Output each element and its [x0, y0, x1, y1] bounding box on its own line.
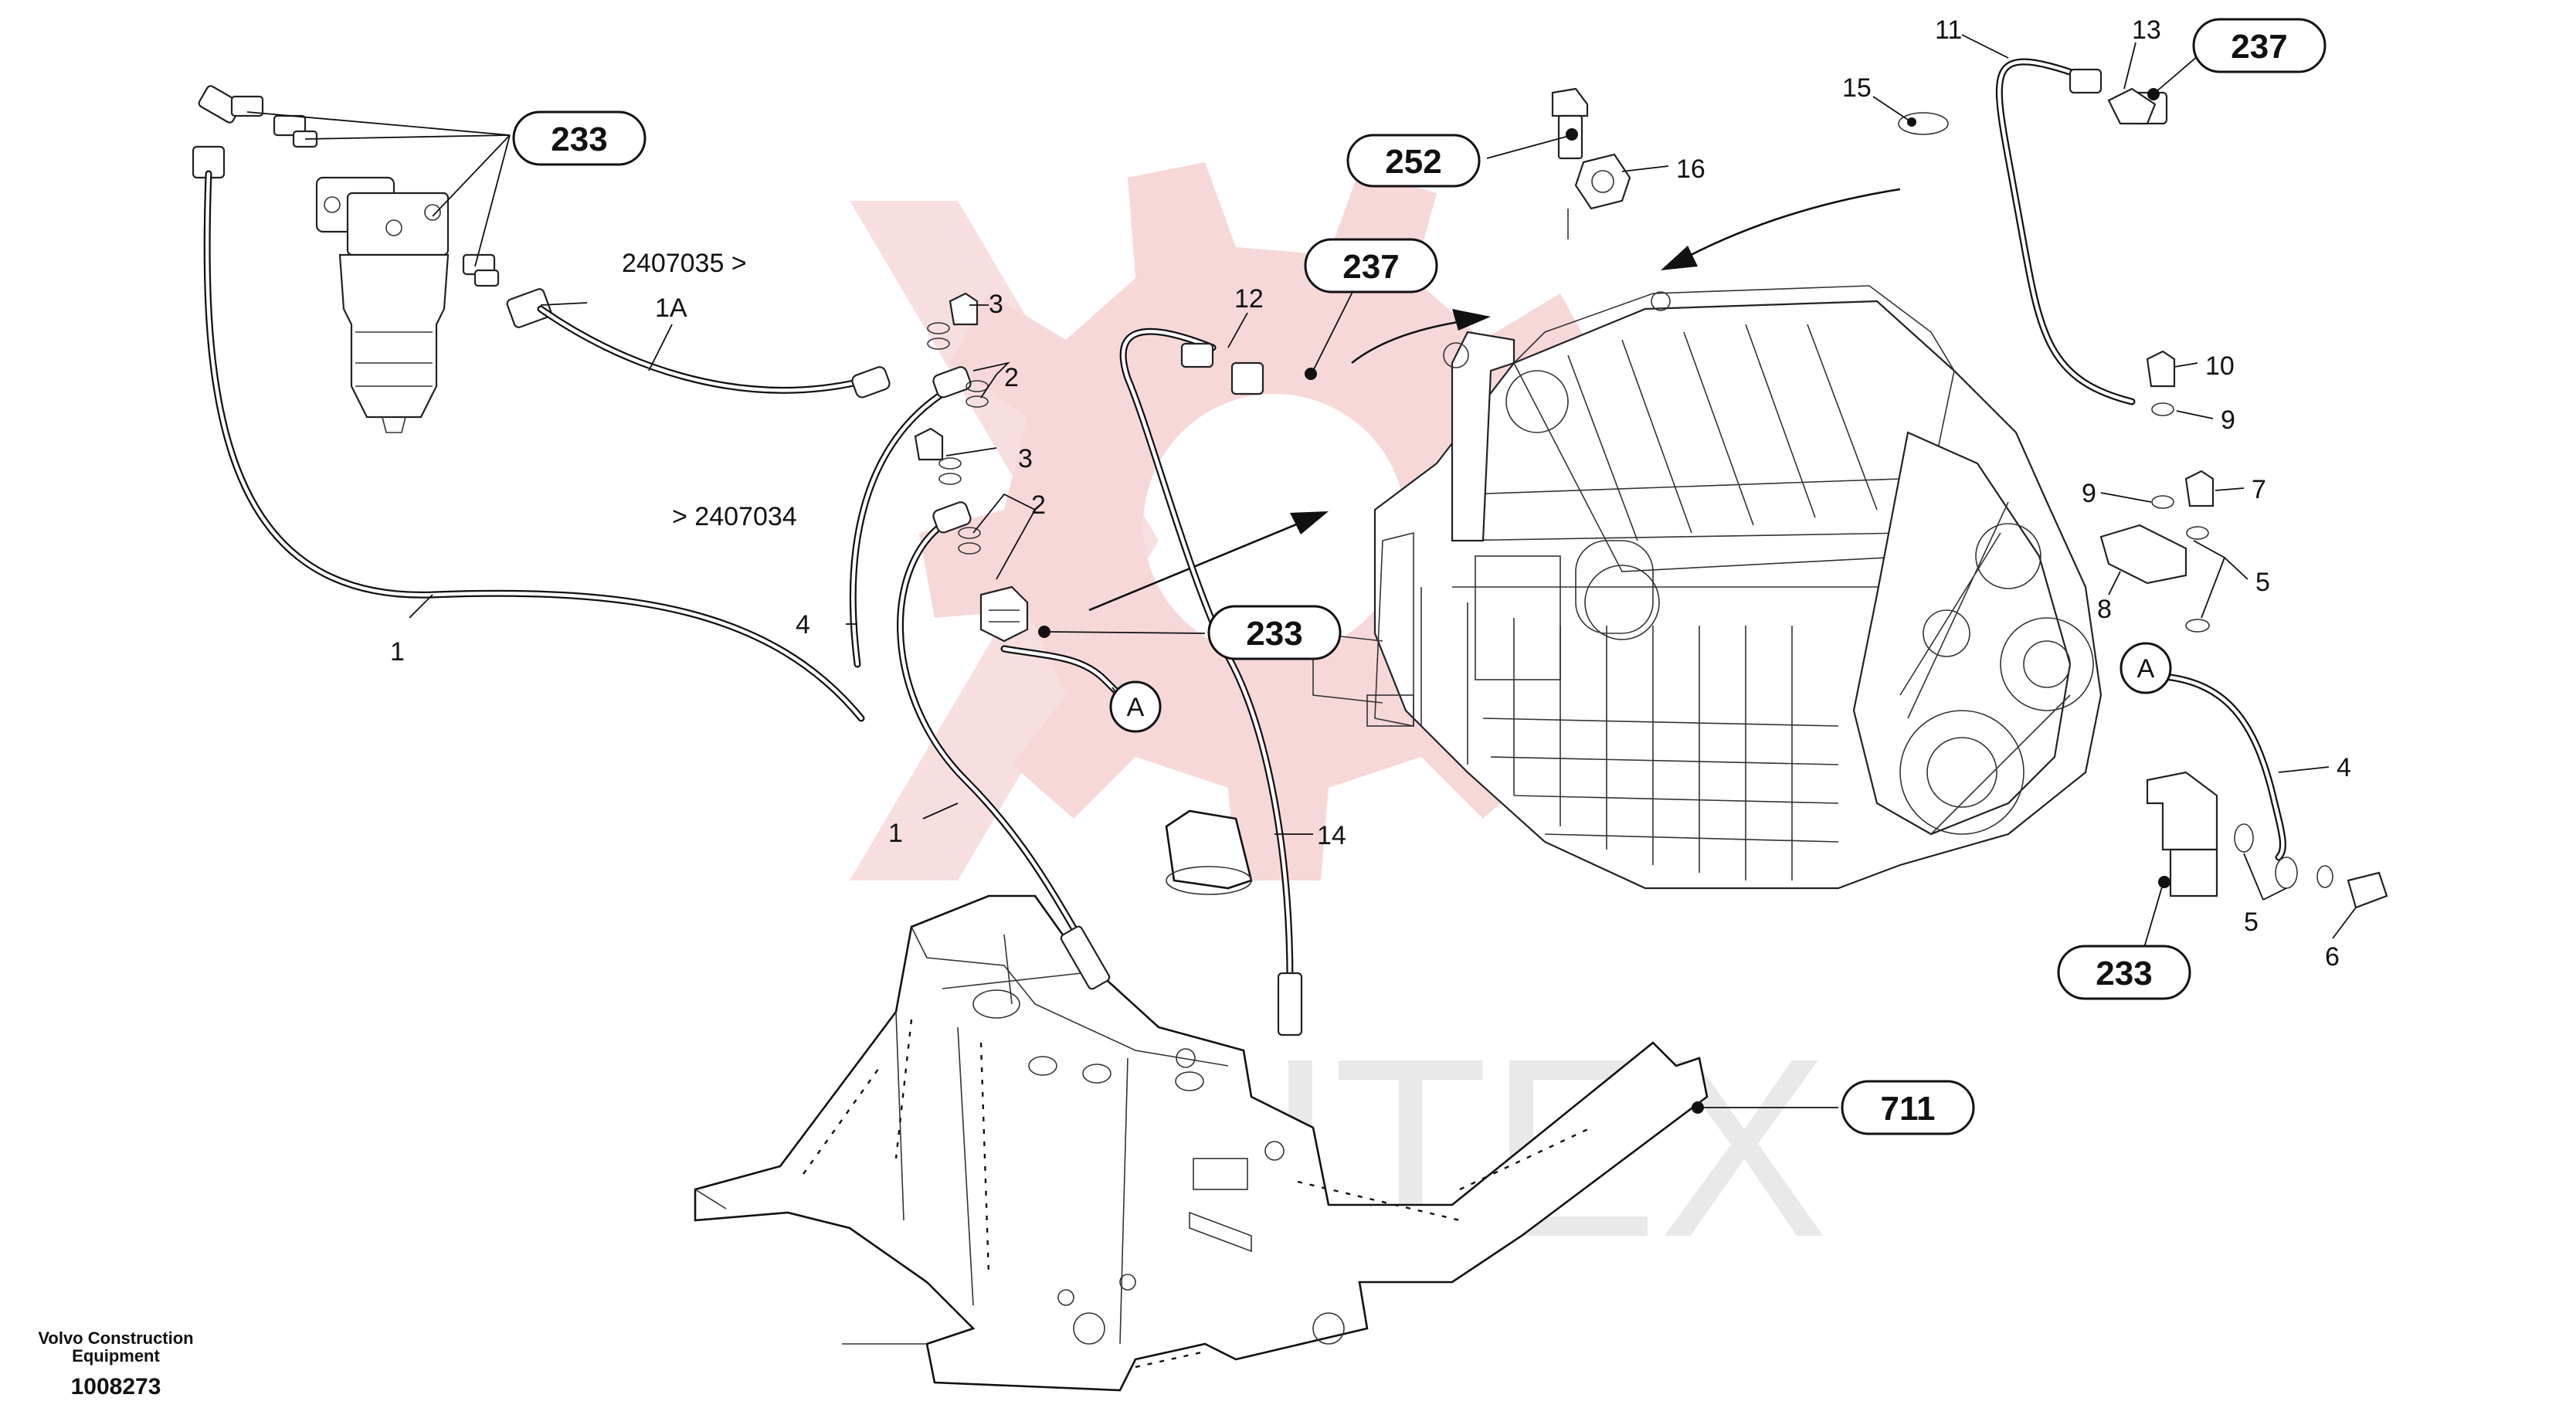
- svg-text:233: 233: [1246, 615, 1302, 653]
- part-number: 7: [2252, 475, 2266, 504]
- publisher-line-1: Volvo Construction: [38, 1328, 193, 1348]
- top-center-parts: [1551, 87, 2157, 239]
- part-number: 13: [2132, 15, 2161, 45]
- filter-fittings: [192, 85, 552, 328]
- fuel-hoses: [203, 58, 2286, 985]
- part-number: 9: [2082, 479, 2096, 508]
- reference-callouts: 233 252 237 237 233 233 711: [512, 18, 2327, 1135]
- ref-233-filter: 233: [512, 110, 647, 166]
- frame-tray: [694, 809, 1709, 1392]
- ref-233-center: 233: [1207, 605, 1342, 660]
- svg-text:237: 237: [1342, 248, 1399, 286]
- banjo-assembly-right: [2099, 350, 2388, 909]
- serial-note-from: 2407035 >: [622, 249, 747, 278]
- flow-arrow-icons: [1088, 188, 1901, 612]
- ref-233-bottom-right: 233: [2057, 945, 2191, 1000]
- part-number: 11: [1935, 15, 1962, 45]
- marker-a-right: A: [2120, 642, 2172, 694]
- svg-text:A: A: [1127, 693, 1145, 722]
- footer: Volvo Construction Equipment 1008273: [38, 1328, 193, 1400]
- part-number: 9: [2221, 405, 2235, 435]
- ref-252: 252: [1346, 134, 1481, 188]
- hose-fittings: [851, 68, 2168, 1161]
- drawing-number: 1008273: [71, 1374, 161, 1400]
- part-number: 3: [989, 290, 1003, 319]
- part-number: 6: [2325, 942, 2340, 972]
- svg-text:233: 233: [551, 120, 607, 158]
- part-number: 2: [1004, 363, 1019, 392]
- part-number: 1A: [655, 293, 687, 323]
- part-number: 5: [2255, 568, 2270, 597]
- marker-a-left: A: [1109, 680, 1162, 733]
- part-number: 12: [1234, 284, 1264, 314]
- ref-237-top: 237: [2192, 18, 2327, 73]
- part-number: 8: [2097, 595, 2112, 624]
- part-number: 16: [1676, 154, 1705, 184]
- part-number: 2: [1031, 490, 1046, 520]
- part-number: 4: [2337, 753, 2351, 782]
- leader-lines: [246, 34, 2357, 1114]
- part-number: 15: [1842, 73, 1872, 103]
- part-number: 4: [796, 610, 810, 640]
- part-number: 1: [888, 819, 903, 848]
- ref-711: 711: [1841, 1080, 1975, 1135]
- engine-block: [1312, 285, 2103, 890]
- part-number: 3: [1018, 444, 1033, 473]
- part-number: 14: [1317, 821, 1346, 850]
- ref-237-mid: 237: [1304, 238, 1438, 293]
- part-number: 1: [390, 637, 405, 667]
- publisher-line-2: Equipment: [72, 1346, 160, 1366]
- part-number: 5: [2244, 908, 2259, 937]
- svg-text:233: 233: [2096, 955, 2152, 992]
- svg-text:711: 711: [1881, 1090, 1936, 1128]
- fuel-filter: [315, 176, 450, 433]
- part-numbers: 1A 1 1 2 2 3 3 4 4 5 5 6 7 8 9 9 10 11 1…: [390, 15, 2351, 972]
- svg-text:A: A: [2137, 654, 2155, 684]
- connection-markers: A A: [1109, 642, 2172, 733]
- serial-note-to: > 2407034: [672, 502, 797, 531]
- svg-text:252: 252: [1385, 143, 1441, 181]
- part-number: 10: [2205, 351, 2235, 381]
- svg-text:237: 237: [2231, 28, 2287, 66]
- banjo-assembly-center: [914, 292, 1029, 643]
